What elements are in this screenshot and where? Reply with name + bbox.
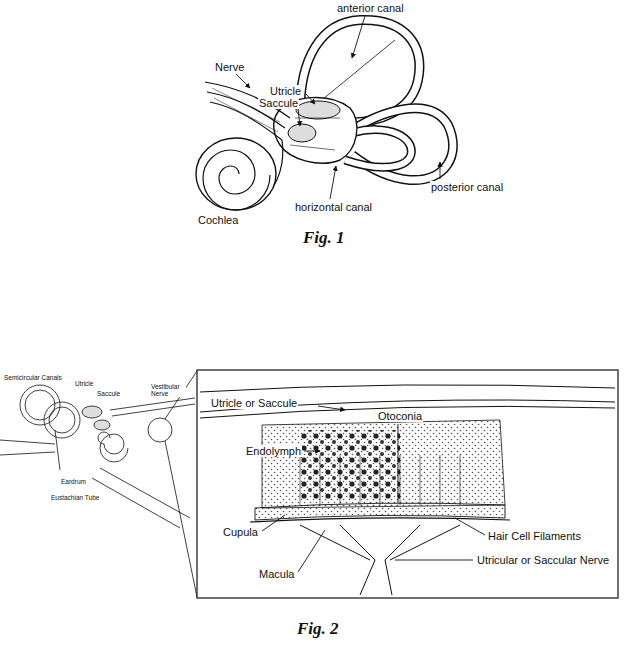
labyrinth-drawing [196,20,453,210]
part-label: Utricle [269,85,302,97]
part-label: Nerve [214,61,245,73]
part-label: Otoconia [377,410,423,422]
macula-drawing [197,370,618,598]
part-label: Semicircular Canals [3,374,63,381]
part-label: Saccule [96,390,121,397]
part-label: posterior canal [430,181,504,193]
part-label: horizontal canal [294,201,373,213]
part-label: Cupula [222,526,259,538]
part-label: Cochlea [197,214,239,226]
part-label: Eardrum [60,478,87,485]
figure-label: Fig. 1 [302,229,346,248]
ear-sketch [0,371,197,597]
part-label: Utricle [74,380,94,387]
part-label: anterior canal [336,2,405,14]
part-label: Utricular or Saccular Nerve [476,554,610,566]
figure-label: Fig. 2 [296,620,340,639]
part-label: Utricle or Saccule [210,397,298,409]
part-label: Hair Cell Filaments [487,530,582,542]
leader-lines [262,406,485,572]
part-label: Vestibular Nerve [150,383,186,397]
part-label: Endolymph [245,445,302,457]
part-label: Eustachian Tube [50,494,100,501]
leader-lines [236,16,440,199]
part-label: Macula [258,568,295,580]
part-label: Saccule [258,97,299,109]
